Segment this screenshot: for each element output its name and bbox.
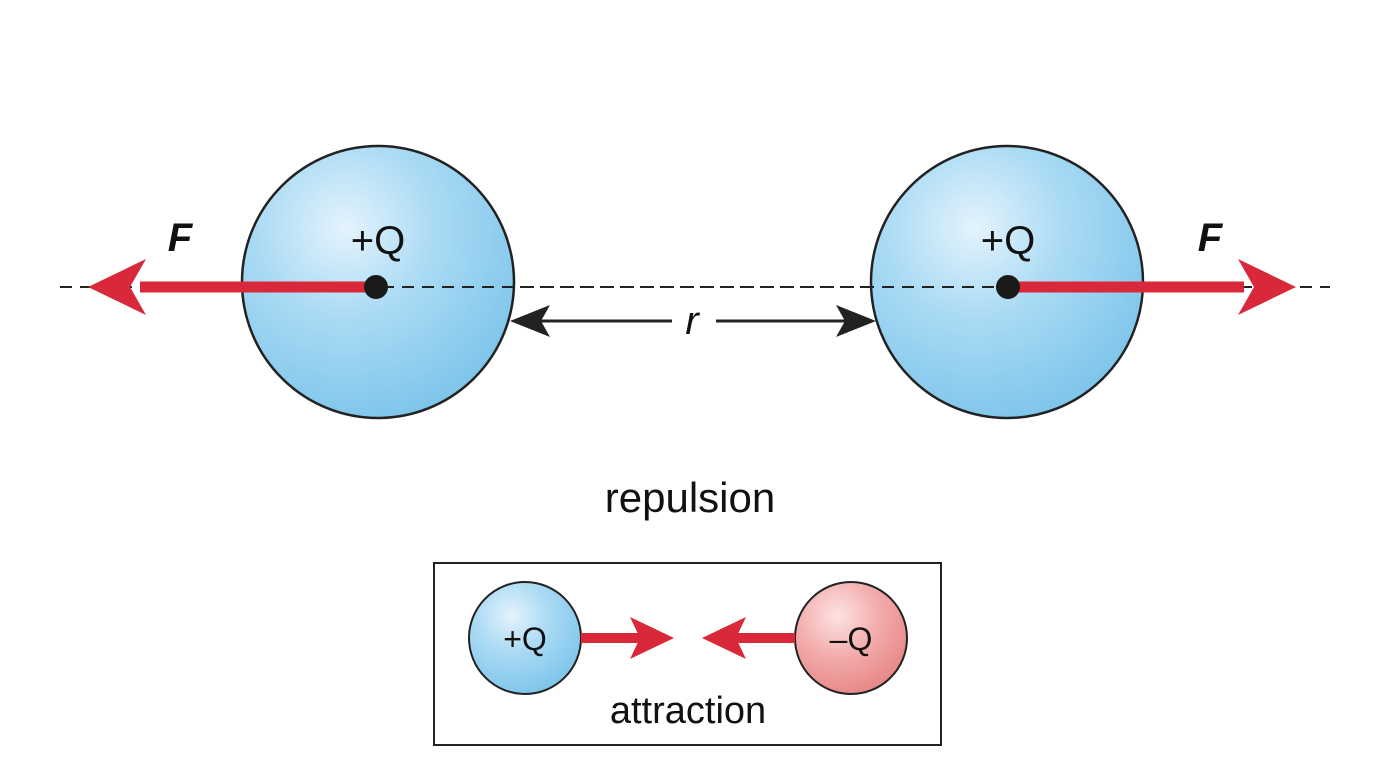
attraction-inset: +Q –Q attraction bbox=[433, 562, 942, 746]
right-charge-label: +Q bbox=[981, 219, 1035, 263]
left-force-label: F bbox=[168, 216, 194, 260]
attraction-caption: attraction bbox=[610, 690, 766, 732]
left-center-dot bbox=[364, 275, 388, 299]
repulsion-caption: repulsion bbox=[605, 474, 775, 521]
left-force-arrow bbox=[88, 259, 376, 315]
right-force-label: F bbox=[1198, 216, 1224, 260]
attraction-left-arrow bbox=[702, 617, 795, 659]
attraction-positive-label: +Q bbox=[503, 621, 547, 657]
distance-label: r bbox=[685, 299, 700, 343]
right-center-dot bbox=[996, 275, 1020, 299]
distance-arrow bbox=[510, 305, 876, 337]
left-charge-label: +Q bbox=[351, 219, 405, 263]
right-force-arrow bbox=[1008, 259, 1296, 315]
attraction-right-arrow bbox=[581, 617, 674, 659]
repulsion-diagram: +Q +Q F F r repulsion bbox=[60, 144, 1330, 521]
attraction-negative-label: –Q bbox=[830, 621, 873, 657]
